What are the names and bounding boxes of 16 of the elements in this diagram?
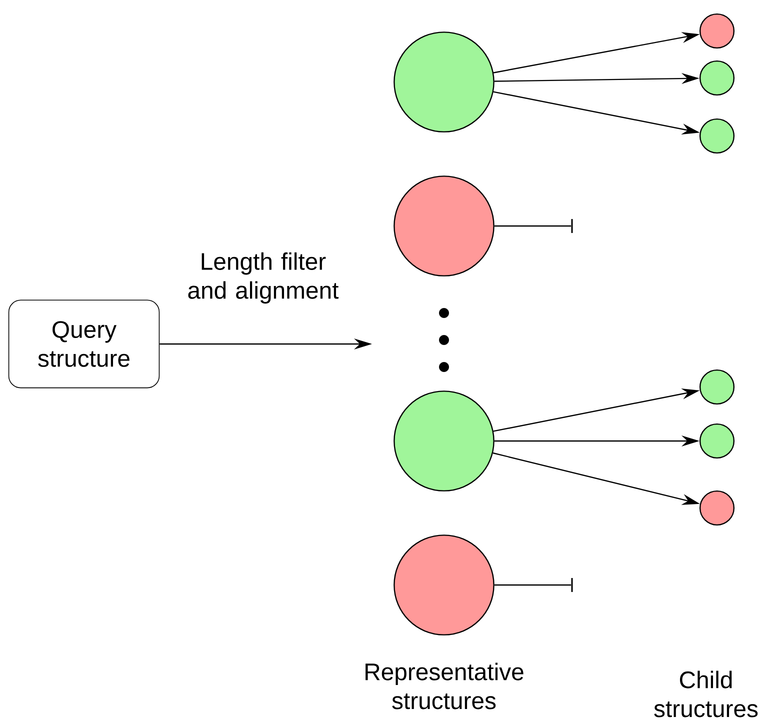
circle	[394, 32, 494, 132]
caption-label: Child structures	[654, 670, 758, 718]
circle	[699, 118, 735, 154]
process-box: Query structure	[8, 300, 160, 388]
circle	[394, 534, 494, 636]
caption-label: Representative structures	[366, 662, 524, 710]
edge-label: Length filter and alignment	[188, 252, 339, 304]
circle	[699, 423, 735, 459]
line	[494, 584, 572, 586]
circle	[394, 390, 494, 492]
circle	[699, 490, 735, 526]
line	[494, 225, 572, 227]
circle	[699, 369, 735, 405]
circle	[699, 60, 735, 96]
circle	[394, 176, 494, 276]
circle	[699, 13, 735, 49]
